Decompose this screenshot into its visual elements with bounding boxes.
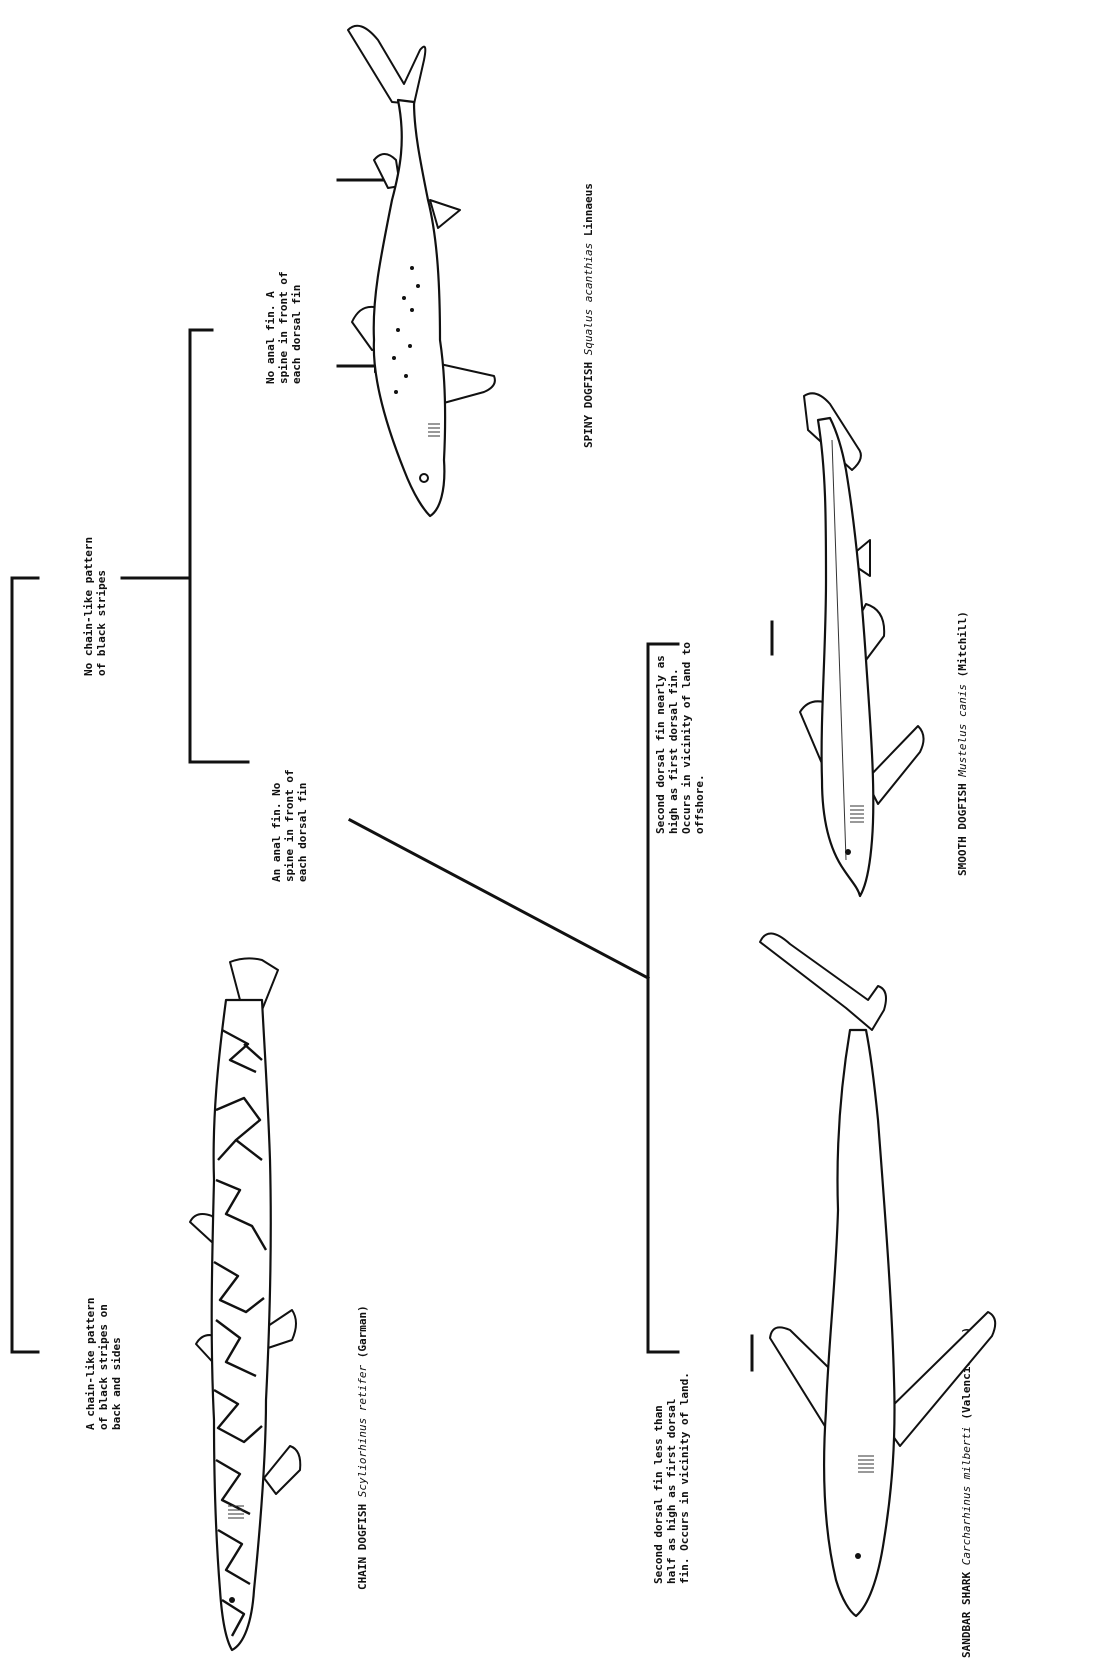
common-name: SMOOTH DOGFISH [956,783,969,876]
spiny-eye [420,474,428,482]
sandbar-body [824,1030,894,1616]
key-line: fin. Occurs in vicinity of land. [678,1372,691,1584]
spiny-dogfish-illustration [348,26,495,516]
key-line: An anal fin. No [270,782,283,882]
scientific-name: Mustelus canis [956,684,969,778]
key-line: offshore. [693,774,706,834]
common-name: SANDBAR SHARK [960,1572,973,1658]
sandbar-tail-fin [760,933,886,1030]
caption-text: SPINY DOGFISH Squalus acanthias Linnaeus [582,183,595,448]
caption-smooth-dogfish: SMOOTH DOGFISH Mustelus canis (Mitchill) [956,611,969,876]
smooth-pectoral-fin [866,726,924,804]
spiny-pelvic-fin [430,200,460,228]
key-line: Second dorsal fin nearly as [654,655,667,834]
key-text-chain-yes: A chain-like pattern of black stripes on… [84,1298,123,1430]
smooth-dogfish-illustration [800,393,924,896]
key-line: each dorsal fin [296,783,309,882]
scientific-name: Carcharhinus milberti [960,1426,973,1565]
scientific-name: Squalus acanthias [582,243,595,356]
key-line: of black stripes [95,570,108,676]
smooth-body [818,418,873,896]
key-line: A chain-like pattern [84,1298,97,1430]
key-line: spine in front of [277,271,290,384]
caption-chain-dogfish: CHAIN DOGFISH Scyliorhinus retifer (Garm… [356,1305,369,1590]
caption-text: CHAIN DOGFISH Scyliorhinus retifer (Garm… [356,1305,369,1590]
key-line: half as high as first dorsal [665,1399,678,1584]
caption-text: SMOOTH DOGFISH Mustelus canis (Mitchill) [956,611,969,876]
caption-text: SANDBAR SHARK Carcharhinus milberti (Val… [960,1327,973,1658]
sandbar-eye [855,1553,861,1559]
key-line: of black stripes on [97,1304,110,1430]
caption-spiny-dogfish: SPINY DOGFISH Squalus acanthias Linnaeus [582,183,595,448]
key-line: Second dorsal fin less than [652,1405,665,1584]
chain-eye [229,1597,235,1603]
connector-anal-yes [350,820,648,978]
common-name: CHAIN DOGFISH [356,1504,369,1590]
author-name: (Garman) [356,1305,369,1358]
key-text-dorsal-low: Second dorsal fin less than half as high… [652,1372,691,1584]
key-line: Occurs in vicinity of land to [680,642,693,834]
chain-dogfish-illustration [190,958,300,1650]
chain-body [212,1000,271,1650]
key-connector-lines [12,330,772,1370]
key-text-chain-no: No chain-like pattern of black stripes [82,537,108,676]
chain-pectoral-fin [264,1446,300,1494]
author-name: Linnaeus [582,183,595,236]
caption-sandbar-shark: SANDBAR SHARK Carcharhinus milberti (Val… [960,1327,973,1658]
key-line: each dorsal fin [290,285,303,384]
key-line: No chain-like pattern [82,537,95,676]
smooth-eye [845,849,851,855]
bracket-anal-fin [190,330,248,762]
key-text-anal-yes: An anal fin. No spine in front of each d… [270,769,309,882]
author-name: (Mitchill) [956,611,969,677]
common-name: SPINY DOGFISH [582,362,595,448]
spiny-pectoral-fin [440,364,495,404]
key-text-anal-no: No anal fin. A spine in front of each do… [264,271,303,384]
key-line: high as first dorsal fin. [667,668,680,834]
bracket-chain-pattern [12,578,38,1352]
key-line: back and sides [110,1337,123,1430]
sandbar-pectoral-fin [880,1312,995,1446]
spiny-tail-fin [348,26,425,104]
key-line: spine in front of [283,769,296,882]
key-line: No anal fin. A [264,291,277,384]
key-text-dorsal-high: Second dorsal fin nearly as high as firs… [654,642,706,834]
scientific-name: Scyliorhinus retifer [356,1364,369,1497]
